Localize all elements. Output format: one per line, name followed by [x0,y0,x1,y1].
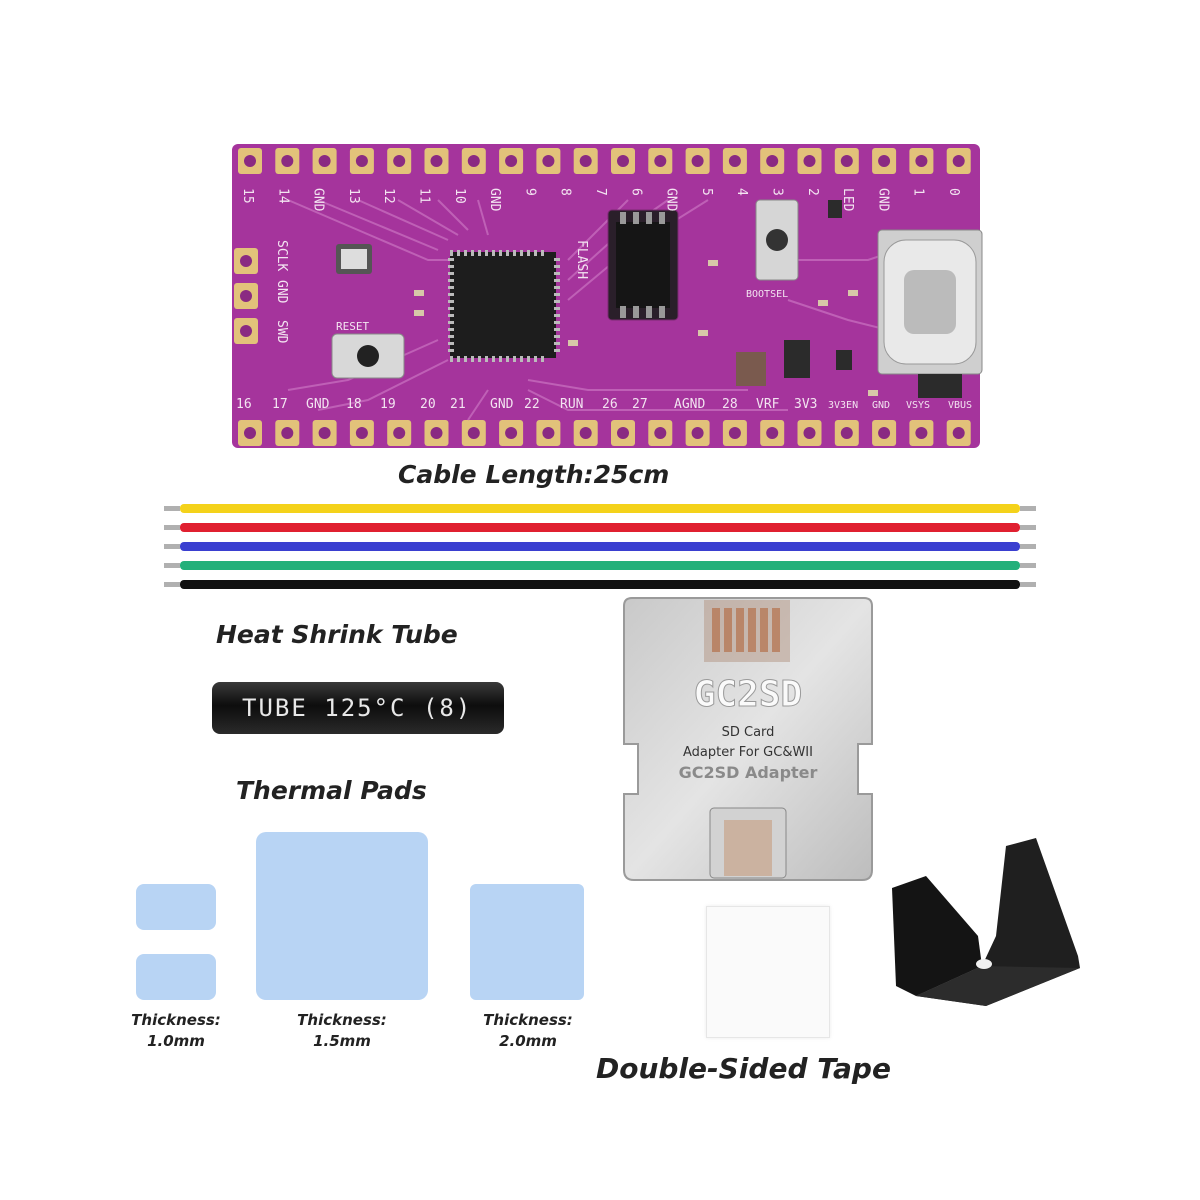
card-line3: GC2SD Adapter [679,763,818,782]
top-pin-label: 0 [946,188,961,196]
thermal-pads-label: Thermal Pads [236,776,427,805]
card-brand: GC2SD [694,674,802,715]
pad-1-line2: 1.0mm [147,1032,205,1050]
double-sided-tape-label: Double-Sided Tape [596,1052,891,1085]
top-pin-label: 1 [911,188,926,196]
bottom-pin-label: 26 [602,397,618,412]
pad-3-line1: Thickness: [483,1011,573,1029]
bottom-pin-label: GND [306,397,330,412]
top-pin-label: GND [487,188,502,212]
bottom-pin-label: VBUS [948,400,972,411]
gc2sd-adapter: GC2SD SD Card Adapter For GC&WII GC2SD A… [623,597,873,881]
heat-shrink-label: Heat Shrink Tube [216,620,458,649]
adapter-stand [892,838,1080,1006]
top-pin-label: 10 [452,188,467,204]
wire-tip [1020,582,1036,587]
top-pin-label: 8 [558,188,573,196]
pad-thickness-label-2: Thickness: 1.5mm [256,1010,428,1052]
bottom-pin-label: 3V3EN [828,400,858,411]
side-pin-label: GND [274,280,289,304]
bottom-pin-label: 16 [236,397,252,412]
heat-shrink-tube: TUBE 125°C (8) [212,682,504,734]
top-pin-label: 12 [381,188,396,204]
wire [180,504,1020,513]
top-pin-label: 3 [770,188,785,196]
wire-tip [164,563,180,568]
top-pin-label: 4 [734,188,749,196]
top-pin-label: 13 [346,188,361,204]
bottom-pin-label: GND [872,400,890,411]
top-pin-label: GND [311,188,326,212]
bottom-pin-label: VSYS [906,400,930,411]
bottom-pin-label: 27 [632,397,648,412]
pad-thickness-label-1: Thickness: 1.0mm [98,1010,254,1052]
top-pin-label: GND [664,188,679,212]
bottom-pin-label: RUN [560,397,583,412]
pad-2-line1: Thickness: [297,1011,387,1029]
side-pin-label: SWD [274,320,289,344]
bottom-pin-label: 3V3 [794,397,817,412]
wire-tip [1020,525,1036,530]
wire [180,523,1020,532]
pad-1-line1: Thickness: [131,1011,221,1029]
thermal-pad-2mm [470,884,584,1000]
card-line1: SD Card [722,725,775,740]
pad-2-line2: 1.5mm [313,1032,371,1050]
tube-print: TUBE 125°C (8) [242,694,472,722]
bottom-pin-label: AGND [674,397,705,412]
top-pin-label: 15 [240,188,255,204]
bottom-pin-label: 17 [272,397,288,412]
bootsel-label: BOOTSEL [746,289,788,300]
wire-tip [164,544,180,549]
top-pin-label: 2 [805,188,820,196]
thermal-pad-1mm-b [136,954,216,1000]
top-pin-label: 9 [522,188,537,196]
top-pin-label: 11 [417,188,432,204]
top-pin-label: LED [840,188,855,212]
pad-3-line2: 2.0mm [499,1032,557,1050]
thermal-pad-1mm-a [136,884,216,930]
side-pin-label: SCLK [274,240,289,271]
card-line2: Adapter For GC&WII [683,745,813,760]
bottom-pin-label: 21 [450,397,466,412]
jumper-wires [164,504,1036,589]
bottom-pin-label: 20 [420,397,436,412]
top-pin-label: 14 [275,188,290,204]
bottom-pin-label: GND [490,397,514,412]
top-pin-label: 6 [628,188,643,196]
wire-tip [164,525,180,530]
top-pin-label: 5 [699,188,714,196]
bottom-pin-label: 28 [722,397,738,412]
wire-tip [1020,544,1036,549]
wire [180,542,1020,551]
flash-label: FLASH [574,240,589,279]
wire-tip [1020,563,1036,568]
bottom-pin-label: 18 [346,397,362,412]
bottom-pin-label: VRF [756,397,780,412]
bottom-pin-label: 22 [524,397,540,412]
wire-tip [164,582,180,587]
pad-thickness-label-3: Thickness: 2.0mm [450,1010,606,1052]
wire-tip [1020,506,1036,511]
cable-length-label: Cable Length:25cm [398,460,670,489]
reset-label: RESET [336,320,369,333]
thermal-pad-1-5mm [256,832,428,1000]
wire-tip [164,506,180,511]
wire [180,561,1020,570]
wire [180,580,1020,589]
top-pin-label: 7 [593,188,608,196]
bottom-pin-label: 19 [380,397,396,412]
double-sided-tape [706,906,830,1038]
top-pin-label: GND [875,188,890,212]
